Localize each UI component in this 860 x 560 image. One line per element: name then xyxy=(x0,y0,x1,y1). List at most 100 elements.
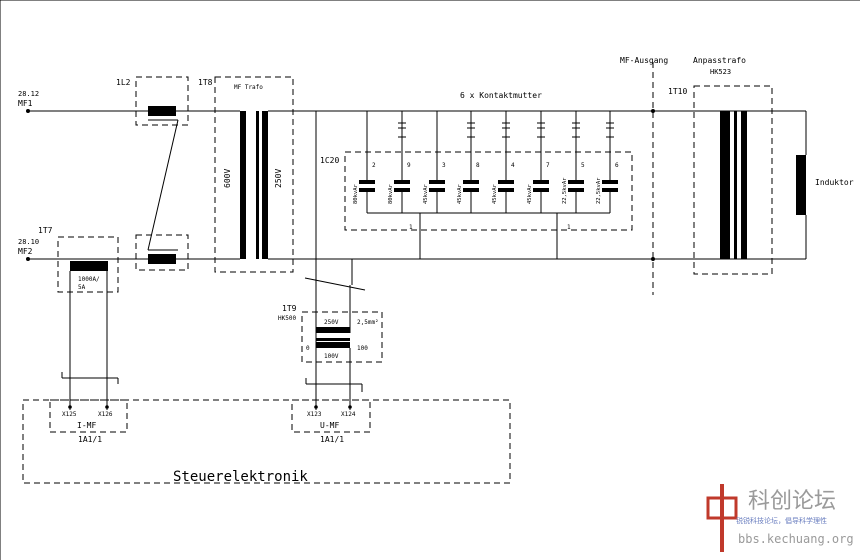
t9-100: 100 xyxy=(357,345,368,352)
mf-out-top xyxy=(651,109,655,113)
mf1-number: 28.12 xyxy=(18,90,39,98)
capacitor: 622,5kvAr xyxy=(596,111,619,213)
x126-label: X126 xyxy=(98,411,113,418)
induktor-coil xyxy=(796,155,806,215)
t7-ratio2: 5A xyxy=(78,284,86,291)
capacitor-rating: 45kvAr xyxy=(492,183,498,204)
induktor-label: Induktor xyxy=(815,178,854,187)
t7-ratio: 1000A/ xyxy=(78,276,100,283)
t10-label: 1T10 xyxy=(668,87,687,96)
x125-label: X125 xyxy=(62,411,77,418)
u-mf-ref: 1A1/1 xyxy=(320,435,344,444)
x125-terminal xyxy=(68,405,72,409)
capacitor-plate-top xyxy=(568,180,584,184)
l2-coupling-link xyxy=(147,119,179,251)
capacitor: 3 45kvAr xyxy=(423,111,446,213)
capacitor-plate-bottom xyxy=(359,188,375,192)
t9-250v: 250V xyxy=(324,319,339,326)
x124-terminal xyxy=(348,405,352,409)
kontaktmutter-label: 6 x Kontaktmutter xyxy=(460,91,542,100)
capacitor-rating: 80kvAr xyxy=(388,183,394,204)
capacitor-plate-bottom xyxy=(568,188,584,192)
capacitor-number: 2 xyxy=(372,162,376,169)
capacitor-rating: 45kvAr xyxy=(527,183,533,204)
watermark: 科创论坛 锐锐科技论坛，倡导科学理性 bbs.kechuang.org xyxy=(706,484,854,552)
t8-primary xyxy=(240,111,246,259)
mf2-number: 28.10 xyxy=(18,238,39,246)
hk523-label: HK523 xyxy=(710,68,731,76)
capacitor-plate-top xyxy=(429,180,445,184)
t9-100v: 100V xyxy=(324,353,339,360)
capacitor: 4 45kvAr xyxy=(492,111,515,213)
capacitor-number: 5 xyxy=(581,162,585,169)
mf1-label: MF1 xyxy=(18,99,33,108)
watermark-subtitle: 锐锐科技论坛，倡导科学理性 xyxy=(736,516,827,525)
t9-feed-slant xyxy=(304,277,366,291)
t10-core xyxy=(734,111,737,259)
capacitor-rating: 22,5kvAr xyxy=(562,177,568,204)
x124-label: X124 xyxy=(341,411,356,418)
capacitor: 9 80kvAr xyxy=(388,111,411,213)
t10-box xyxy=(693,85,773,275)
watermark-url: bbs.kechuang.org xyxy=(738,532,854,546)
capacitor-plate-bottom xyxy=(463,188,479,192)
x123-terminal xyxy=(314,405,318,409)
steuerelektronik-box xyxy=(22,399,511,484)
t7-core xyxy=(70,261,108,271)
capacitor-plate-bottom xyxy=(429,188,445,192)
l2-label: 1L2 xyxy=(116,78,131,87)
t8-600v: 600V xyxy=(223,169,232,188)
capacitor-plate-bottom xyxy=(602,188,618,192)
capacitor-rating: 22,5kvAr xyxy=(596,177,602,204)
capacitor-plate-top xyxy=(463,180,479,184)
mf2-label: MF2 xyxy=(18,247,33,256)
c20-bus2: 1 xyxy=(567,224,571,231)
t9-primary xyxy=(316,327,350,333)
c20-box xyxy=(344,151,633,231)
t8-250v: 250V xyxy=(274,169,283,188)
capacitor-number: 7 xyxy=(546,162,550,169)
capacitor-number: 4 xyxy=(511,162,515,169)
l2-choke-top xyxy=(148,106,176,116)
t8-label: 1T8 xyxy=(198,78,213,87)
t9-zero: 0 xyxy=(306,345,310,352)
l2-box-bottom xyxy=(135,234,189,271)
t8-secondary xyxy=(262,111,268,259)
capacitor-plate-bottom xyxy=(533,188,549,192)
steuerelektronik-label: Steuerelektronik xyxy=(173,469,308,485)
hk500-label: HK500 xyxy=(278,315,296,322)
capacitor-plate-top xyxy=(394,180,410,184)
t9-25mm: 2,5mm² xyxy=(357,319,379,326)
i-mf-box xyxy=(49,399,128,433)
capacitor-plate-top xyxy=(533,180,549,184)
capacitor: 5 22,5kvAr xyxy=(562,111,585,213)
t10-primary xyxy=(720,111,730,259)
capacitor-rating: 45kvAr xyxy=(423,183,429,204)
anpasstrafo-label: Anpasstrafo xyxy=(693,56,746,65)
capacitor-plate-top xyxy=(602,180,618,184)
capacitor-number: 9 xyxy=(407,162,411,169)
watermark-title: 科创论坛 xyxy=(748,489,836,514)
c20-bus1: 1 xyxy=(409,224,413,231)
watermark-logo-icon xyxy=(706,484,738,552)
t7-label: 1T7 xyxy=(38,226,53,235)
capacitor-number: 3 xyxy=(442,162,446,169)
t9-label: 1T9 xyxy=(282,304,297,313)
t8-title: MF Trafo xyxy=(234,84,263,91)
capacitor-number: 8 xyxy=(476,162,480,169)
c20-label: 1C20 xyxy=(320,156,339,165)
mf-ausgang-label: MF-Ausgang xyxy=(620,56,668,65)
t9-secondary xyxy=(316,342,350,348)
i-mf-ref: 1A1/1 xyxy=(78,435,102,444)
t9-box xyxy=(301,311,383,363)
mf-out-bottom xyxy=(651,257,655,261)
t9-core xyxy=(316,338,350,341)
x123-label: X123 xyxy=(307,411,322,418)
u-mf-label: U-MF xyxy=(320,421,339,430)
u-mf-box xyxy=(291,399,371,433)
